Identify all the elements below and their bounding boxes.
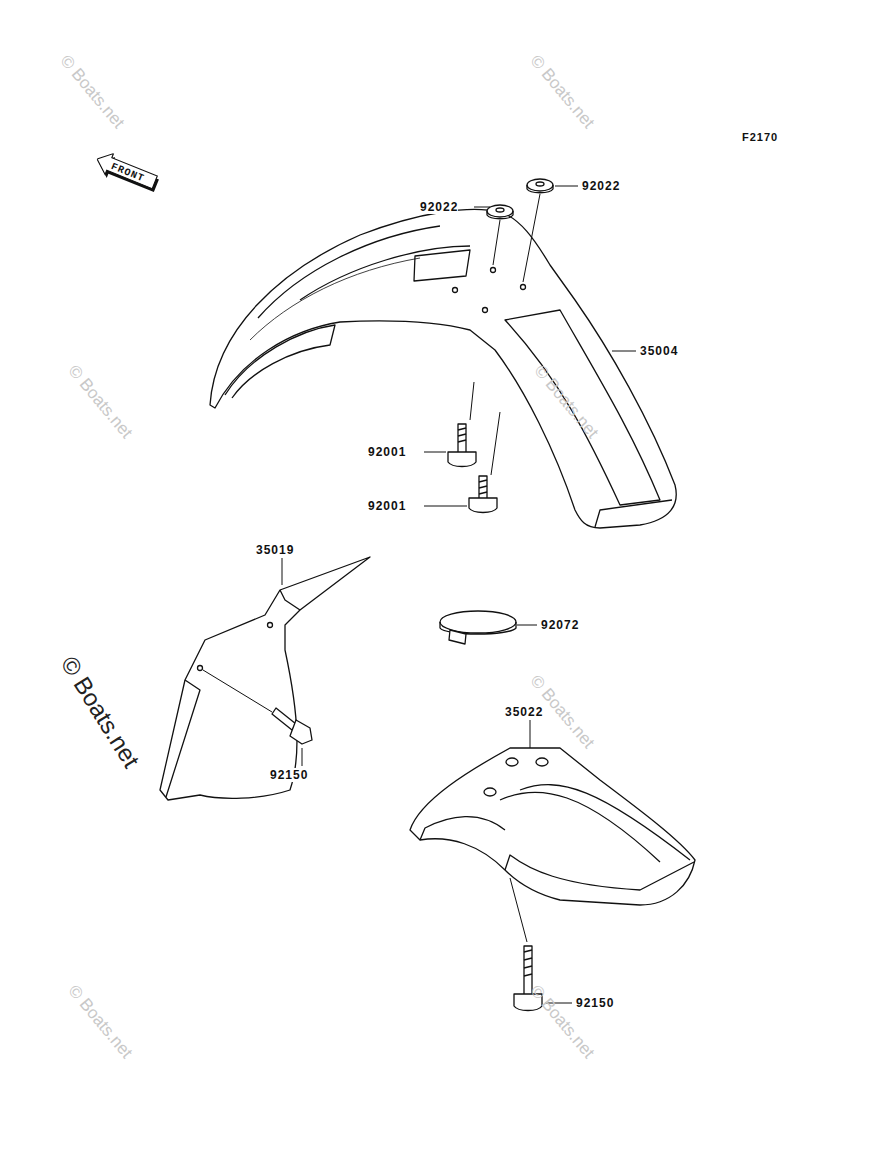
figure-number: F2170 [742,130,778,144]
callout-number: 92150 [576,996,614,1010]
rear-fender [410,748,695,942]
bolt [448,424,497,513]
callout-number: 92150 [270,768,308,782]
callout-number: 92001 [368,445,406,459]
clamp-band [440,611,516,644]
front-fender [210,194,676,528]
watermark: © Boats.net [66,983,134,1060]
front-arrow: FRONT [92,149,163,198]
callout-number: 92072 [541,618,579,632]
watermark: © Boats.net [528,983,596,1060]
callout-number: 92022 [420,200,458,214]
watermark: © Boats.net [528,53,596,130]
watermark: © Boats.net [66,363,134,440]
washer [487,179,553,219]
callout-number: 35022 [505,705,543,719]
mud-guard [160,557,370,800]
callout-number: 92022 [582,179,620,193]
leader-line [282,186,636,1003]
callout-number: 92001 [368,499,406,513]
arrow-label: FRONT [92,149,163,198]
bolt [272,708,312,744]
callout-number: 35019 [256,543,294,557]
watermark: © Boats.net [58,53,126,130]
callout-number: 35004 [640,344,678,358]
watermark: © Boats.net [61,655,140,769]
